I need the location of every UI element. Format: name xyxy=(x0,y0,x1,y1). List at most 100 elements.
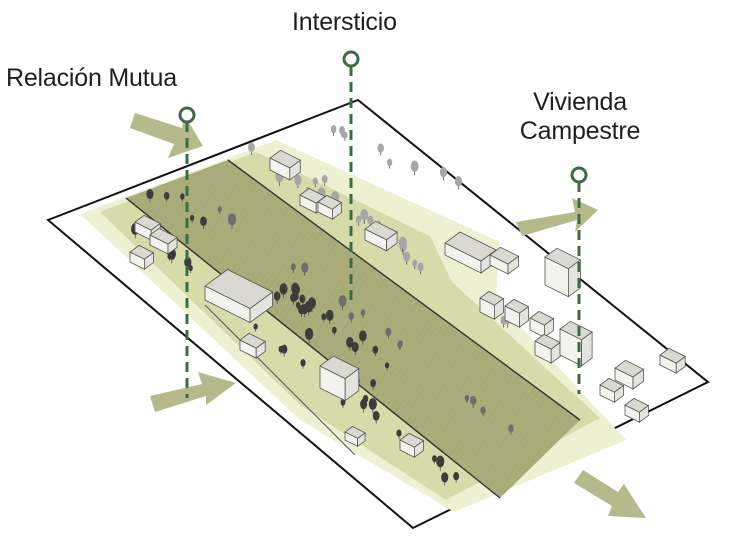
tree-icon xyxy=(386,158,393,169)
building-block xyxy=(317,194,343,220)
tree-icon xyxy=(370,379,376,390)
tree-icon xyxy=(321,313,327,323)
tree-icon xyxy=(412,259,418,270)
tree-icon xyxy=(454,175,463,190)
building-block xyxy=(269,149,302,181)
arrow-outflow-right xyxy=(516,198,598,236)
building-block xyxy=(399,432,425,458)
tree-icon xyxy=(432,455,437,465)
tree-icon xyxy=(279,283,288,299)
building-group xyxy=(129,149,686,458)
tree-icon xyxy=(312,177,318,188)
tree-icon xyxy=(417,262,424,275)
building-block xyxy=(614,359,645,390)
label-rural-housing-line1: Vivienda xyxy=(533,88,627,116)
building-block xyxy=(534,333,561,364)
tree-icon xyxy=(403,251,411,265)
building-block xyxy=(319,355,360,402)
street-line-outer xyxy=(204,304,356,456)
building-block xyxy=(504,298,530,328)
tree-icon xyxy=(346,336,354,351)
tree-icon xyxy=(508,424,514,435)
core-texture xyxy=(126,160,580,498)
building-block xyxy=(444,231,497,274)
marker-rural-housing xyxy=(570,166,588,394)
building-block xyxy=(129,244,155,270)
label-rural-housing: Vivienda Campestre xyxy=(514,88,646,146)
building-block xyxy=(149,227,178,255)
building-block xyxy=(479,290,505,320)
building-block xyxy=(239,332,266,359)
building-block xyxy=(344,426,366,448)
street-line-north xyxy=(227,159,581,421)
tree-icon xyxy=(360,309,366,318)
tree-icon xyxy=(301,262,309,276)
tree-icon xyxy=(253,323,258,332)
marker-interstitial xyxy=(342,50,360,302)
tree-icon xyxy=(340,398,346,408)
tree-icon xyxy=(304,327,314,344)
tree-icon xyxy=(278,345,284,355)
tree-icon xyxy=(293,292,299,303)
tree-icon xyxy=(290,263,296,273)
tree-icon xyxy=(372,410,380,424)
label-mutual-relation: Relación Mutua xyxy=(6,64,177,92)
tree-icon xyxy=(247,142,255,156)
tree-icon xyxy=(163,191,170,202)
tree-icon xyxy=(360,209,369,224)
building-block xyxy=(559,320,593,367)
tree-icon xyxy=(325,309,334,325)
building-block xyxy=(624,397,650,423)
tree-icon xyxy=(441,472,449,486)
tree-icon xyxy=(396,429,402,439)
tree-icon xyxy=(299,294,306,306)
tree-icon xyxy=(372,345,379,357)
marker-mutual-relation xyxy=(178,106,196,398)
label-interstitial: Intersticio xyxy=(292,8,397,36)
tree-icon xyxy=(377,143,384,156)
tree-icon xyxy=(397,341,402,350)
tree-icon xyxy=(384,362,390,371)
tree-icon xyxy=(348,312,355,323)
tree-icon xyxy=(146,188,154,203)
tree-icon xyxy=(342,131,348,142)
building-block xyxy=(489,246,520,275)
tree-icon xyxy=(332,326,337,336)
building-block xyxy=(544,247,582,298)
tree-icon xyxy=(338,295,347,311)
tree-icon xyxy=(360,399,368,413)
tree-icon xyxy=(200,216,207,229)
building-block xyxy=(599,377,625,403)
arrow-outflow-bottom-right xyxy=(574,470,646,518)
label-rural-housing-line2: Campestre xyxy=(519,116,641,145)
arrow-inflow-top-left xyxy=(130,113,203,158)
street-line-south xyxy=(125,197,501,499)
tree-icon xyxy=(436,455,445,471)
arrow-inflow-bottom-left xyxy=(150,372,236,412)
tree-icon xyxy=(298,305,305,317)
tree-icon xyxy=(294,174,302,189)
tree-icon xyxy=(358,330,367,345)
tree-icon xyxy=(453,472,460,483)
tree-icon xyxy=(330,125,337,136)
building-block xyxy=(364,220,398,252)
tree-icon xyxy=(281,344,288,357)
tree-icon xyxy=(355,215,362,226)
building-block xyxy=(529,310,555,338)
tree-icon xyxy=(439,166,448,181)
tree-icon xyxy=(321,175,328,186)
tree-icon xyxy=(410,160,419,176)
tree-icon xyxy=(189,214,195,223)
tree-icon xyxy=(180,193,185,202)
tree-icon xyxy=(300,359,306,369)
tree-icon xyxy=(217,206,222,215)
tree-icon xyxy=(351,342,359,356)
tree-icon xyxy=(385,327,392,339)
tree-icon xyxy=(273,291,281,304)
tree-icon xyxy=(480,406,486,417)
building-block xyxy=(659,347,686,374)
tree-icon xyxy=(464,394,470,404)
building-block xyxy=(204,269,274,324)
